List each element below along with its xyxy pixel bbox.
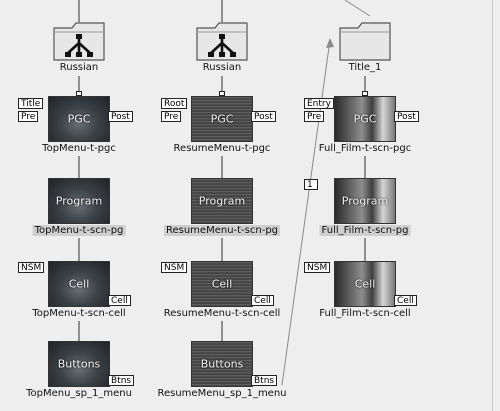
pgc-tag-label: Root — [161, 98, 188, 109]
program-node-caption: TopMenu-t-scn-pg — [32, 225, 126, 236]
pgc-top-anchor — [76, 91, 82, 96]
network-folder-icon — [53, 22, 105, 61]
pgc-node-thumbnail[interactable]: PGC — [191, 96, 253, 142]
pgc-out-port[interactable]: Post — [394, 111, 419, 122]
pgc-top-anchor — [219, 91, 225, 96]
cell-node-thumbnail[interactable]: Cell — [191, 261, 253, 307]
pgc-node-thumbnail[interactable]: PGC — [48, 96, 110, 142]
folder-icon — [339, 22, 391, 61]
program-node-caption: Full_Film-t-scn-pg — [319, 225, 411, 236]
buttons-node-thumbnail[interactable]: Buttons — [191, 341, 253, 387]
program-node-title: Program — [55, 194, 103, 208]
folder-icon[interactable] — [195, 20, 249, 66]
link-wire — [344, 0, 371, 17]
folder-label: Russian — [59, 62, 99, 73]
buttons-out-port[interactable]: Btns — [108, 375, 135, 386]
buttons-out-port[interactable]: Btns — [251, 375, 278, 386]
cell-node-thumbnail[interactable]: Cell — [48, 261, 110, 307]
cell-tag-label: NSM — [18, 262, 45, 273]
pgc-top-anchor — [362, 91, 368, 96]
cell-out-port[interactable]: Cell — [108, 295, 131, 306]
cell-tag-label: NSM — [304, 262, 331, 273]
cell-tag-label: NSM — [161, 262, 188, 273]
folder-icon[interactable] — [338, 20, 392, 66]
pgc-node-caption: ResumeMenu-t-pgc — [173, 143, 271, 154]
buttons-to-title-link-wire — [281, 39, 331, 386]
pgc-tag-label: Entry — [304, 98, 334, 109]
program-node-thumbnail[interactable]: Program — [334, 178, 396, 224]
pgc-pre-port[interactable]: Pre — [18, 111, 39, 122]
link-arrowhead — [326, 38, 334, 48]
pgc-node-caption: TopMenu-t-pgc — [42, 143, 116, 154]
cell-node-title: Cell — [354, 277, 376, 291]
folder-label: Russian — [202, 62, 242, 73]
cell-node-title: Cell — [68, 277, 90, 291]
cell-node-caption: TopMenu-t-scn-cell — [32, 308, 126, 319]
pgc-node-caption: Full_Film-t-scn-pgc — [318, 143, 412, 154]
program-node-title: Program — [198, 194, 246, 208]
pgc-tag-label: Title — [18, 98, 44, 109]
pgc-node-title: PGC — [210, 112, 234, 126]
buttons-node-title: Buttons — [200, 357, 244, 371]
program-node-caption: ResumeMenu-t-scn-pg — [163, 225, 281, 236]
cell-node-title: Cell — [211, 277, 233, 291]
pgc-out-port[interactable]: Post — [251, 111, 276, 122]
cell-out-port[interactable]: Cell — [251, 295, 274, 306]
buttons-node-caption: TopMenu_sp_1_menu — [26, 388, 132, 399]
cell-node-thumbnail[interactable]: Cell — [334, 261, 396, 307]
network-folder-icon — [196, 22, 248, 61]
pgc-node-title: PGC — [353, 112, 377, 126]
pgc-node-title: PGC — [67, 112, 91, 126]
buttons-node-caption: ResumeMenu_sp_1_menu — [157, 388, 287, 399]
folder-label: Title_1 — [348, 62, 382, 73]
cell-node-caption: Full_Film-t-scn-cell — [319, 308, 411, 319]
buttons-node-thumbnail[interactable]: Buttons — [48, 341, 110, 387]
scrollbar-edge — [492, 0, 493, 411]
pgc-node-thumbnail[interactable]: PGC — [334, 96, 396, 142]
pgc-pre-port[interactable]: Pre — [304, 111, 325, 122]
cell-node-caption: ResumeMenu-t-scn-cell — [163, 308, 281, 319]
program-node-thumbnail[interactable]: Program — [191, 178, 253, 224]
folder-icon[interactable] — [52, 20, 106, 66]
program-tag-label: 1 — [304, 179, 318, 190]
program-node-thumbnail[interactable]: Program — [48, 178, 110, 224]
pgc-out-port[interactable]: Post — [108, 111, 133, 122]
buttons-node-title: Buttons — [57, 357, 101, 371]
program-node-title: Program — [341, 194, 389, 208]
pgc-pre-port[interactable]: Pre — [161, 111, 182, 122]
cell-out-port[interactable]: Cell — [394, 295, 417, 306]
